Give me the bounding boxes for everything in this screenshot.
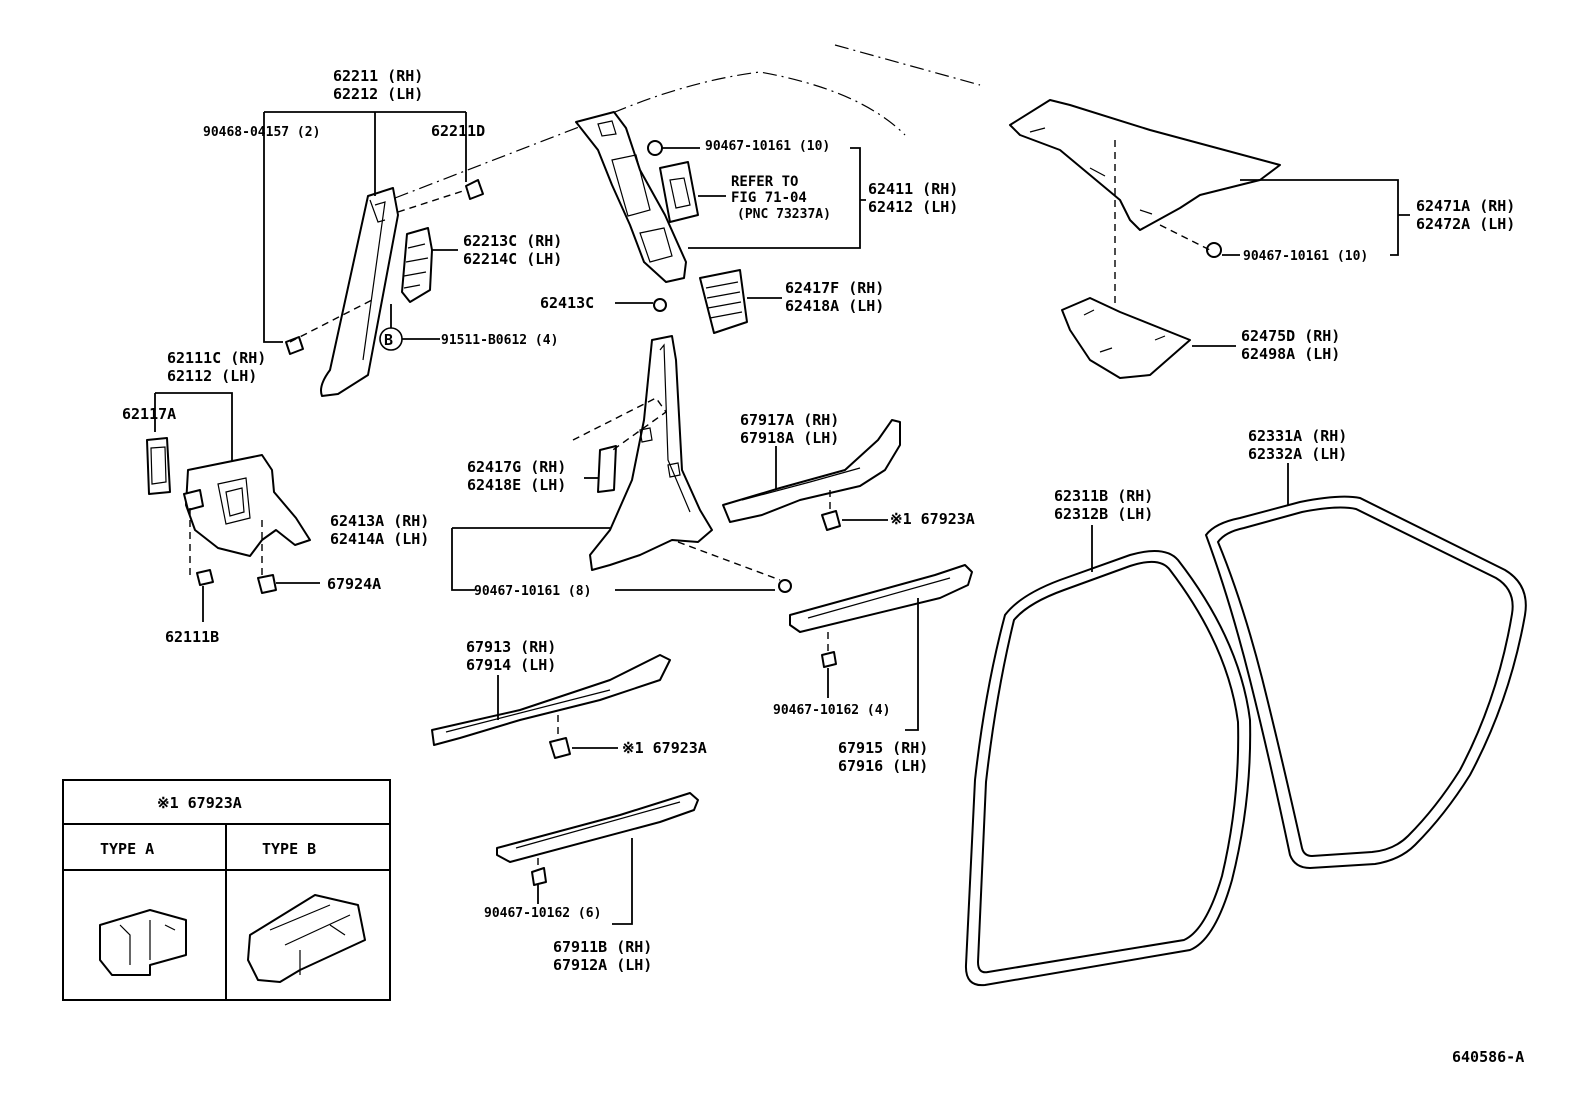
label-90468: 90468-04157 (2): [203, 125, 320, 140]
diagram-id: 640586-A: [1452, 1048, 1524, 1066]
guide-line: [572, 397, 667, 453]
label-62112-lh: 62112 (LH): [167, 367, 257, 385]
center-pillar-upper-garnish: [575, 111, 748, 334]
label-90467-mid: 90467-10161 (8): [474, 584, 591, 599]
label-62332A-lh: 62332A (LH): [1248, 445, 1347, 463]
label-62475D-rh: 62475D (RH): [1241, 327, 1340, 345]
label-90467-10162-4: 90467-10162 (4): [773, 703, 890, 718]
label-62111C-rh: 62111C (RH): [167, 349, 266, 367]
label-refer-1: REFER TO: [731, 174, 798, 190]
guide-line: [289, 299, 373, 343]
label-62498A-lh: 62498A (LH): [1241, 345, 1340, 363]
front-door-weatherstrip: [964, 550, 1252, 987]
label-62111B: 62111B: [165, 628, 219, 646]
label-67913-rh: 67913 (RH): [466, 638, 556, 656]
label-90467-top: 90467-10161 (10): [705, 139, 830, 154]
label-62214C-lh: 62214C (LH): [463, 250, 562, 268]
leader-62413A: [451, 527, 610, 591]
legend-type-b: TYPE B: [262, 840, 316, 858]
rear-door-weatherstrip: [1204, 495, 1527, 870]
label-67924A: 67924A: [327, 575, 381, 593]
label-62413A-rh: 62413A (RH): [330, 512, 429, 530]
legend-title: ※1 67923A: [157, 794, 242, 812]
leader-62471A: [1240, 179, 1410, 256]
leader-62411: [688, 147, 866, 249]
label-62412-lh: 62412 (LH): [868, 198, 958, 216]
label-62212-lh: 62212 (LH): [333, 85, 423, 103]
label-67911B-rh: 67911B (RH): [553, 938, 652, 956]
label-62211-rh: 62211 (RH): [333, 67, 423, 85]
label-91511: 91511-B0612 (4): [441, 333, 558, 348]
leader-62211: [263, 111, 467, 343]
clip-type-a-icon: [99, 909, 187, 976]
label-62471A-rh: 62471A (RH): [1416, 197, 1515, 215]
label-67916-lh: 67916 (LH): [838, 757, 928, 775]
label-67915-rh: 67915 (RH): [838, 739, 928, 757]
front-pillar-garnish: [285, 179, 484, 397]
label-62117A: 62117A: [122, 405, 176, 423]
label-67914-lh: 67914 (LH): [466, 656, 556, 674]
front-scuff-plate: [496, 792, 699, 886]
label-refer-2: FIG 71-04: [731, 190, 807, 206]
label-62331A-rh: 62331A (RH): [1248, 427, 1347, 445]
label-62417F-rh: 62417F (RH): [785, 279, 884, 297]
guide-line: [677, 541, 781, 581]
label-62472A-lh: 62472A (LH): [1416, 215, 1515, 233]
label-62417G-rh: 62417G (RH): [467, 458, 566, 476]
guide-line: [397, 189, 467, 213]
label-62213C-rh: 62213C (RH): [463, 232, 562, 250]
label-67923A-2: ※1 67923A: [622, 739, 707, 757]
leader-67911B: [537, 838, 633, 925]
cowl-side-trim: [146, 437, 311, 594]
leader-62111C: [154, 392, 233, 462]
legend-67923A: [62, 779, 391, 1001]
label-refer-3: (PNC 73237A): [737, 207, 831, 222]
label-67912A-lh: 67912A (LH): [553, 956, 652, 974]
callout-b-letter: B: [384, 331, 393, 349]
label-62312B-lh: 62312B (LH): [1054, 505, 1153, 523]
roof-side-inner-trim: [1009, 99, 1281, 379]
label-62411-rh: 62411 (RH): [868, 180, 958, 198]
label-62211D: 62211D: [431, 122, 485, 140]
guide-line: [1159, 224, 1211, 251]
center-pillar-lower-garnish: [589, 335, 713, 571]
label-90467-right: 90467-10161 (10): [1243, 249, 1368, 264]
leader-91511: [390, 304, 440, 340]
front-door-scuff-upper: [431, 654, 671, 759]
clip-type-b-icon: [247, 894, 366, 983]
label-67918A-lh: 67918A (LH): [740, 429, 839, 447]
label-62311B-rh: 62311B (RH): [1054, 487, 1153, 505]
label-62418A-lh: 62418A (LH): [785, 297, 884, 315]
roof-reference-line-right: [834, 44, 981, 86]
label-67917A-rh: 67917A (RH): [740, 411, 839, 429]
rear-door-scuff-upper: [722, 419, 901, 531]
label-62418E-lh: 62418E (LH): [467, 476, 566, 494]
clip-icon: [778, 579, 792, 593]
leader-67915: [827, 598, 919, 731]
label-62413C: 62413C: [540, 294, 594, 312]
roof-reference-line: [394, 71, 906, 199]
legend-type-a: TYPE A: [100, 840, 154, 858]
label-67923A-1: ※1 67923A: [890, 510, 975, 528]
rear-scuff-plate: [789, 564, 973, 668]
label-62414A-lh: 62414A (LH): [330, 530, 429, 548]
label-90467-10162-6: 90467-10162 (6): [484, 906, 601, 921]
